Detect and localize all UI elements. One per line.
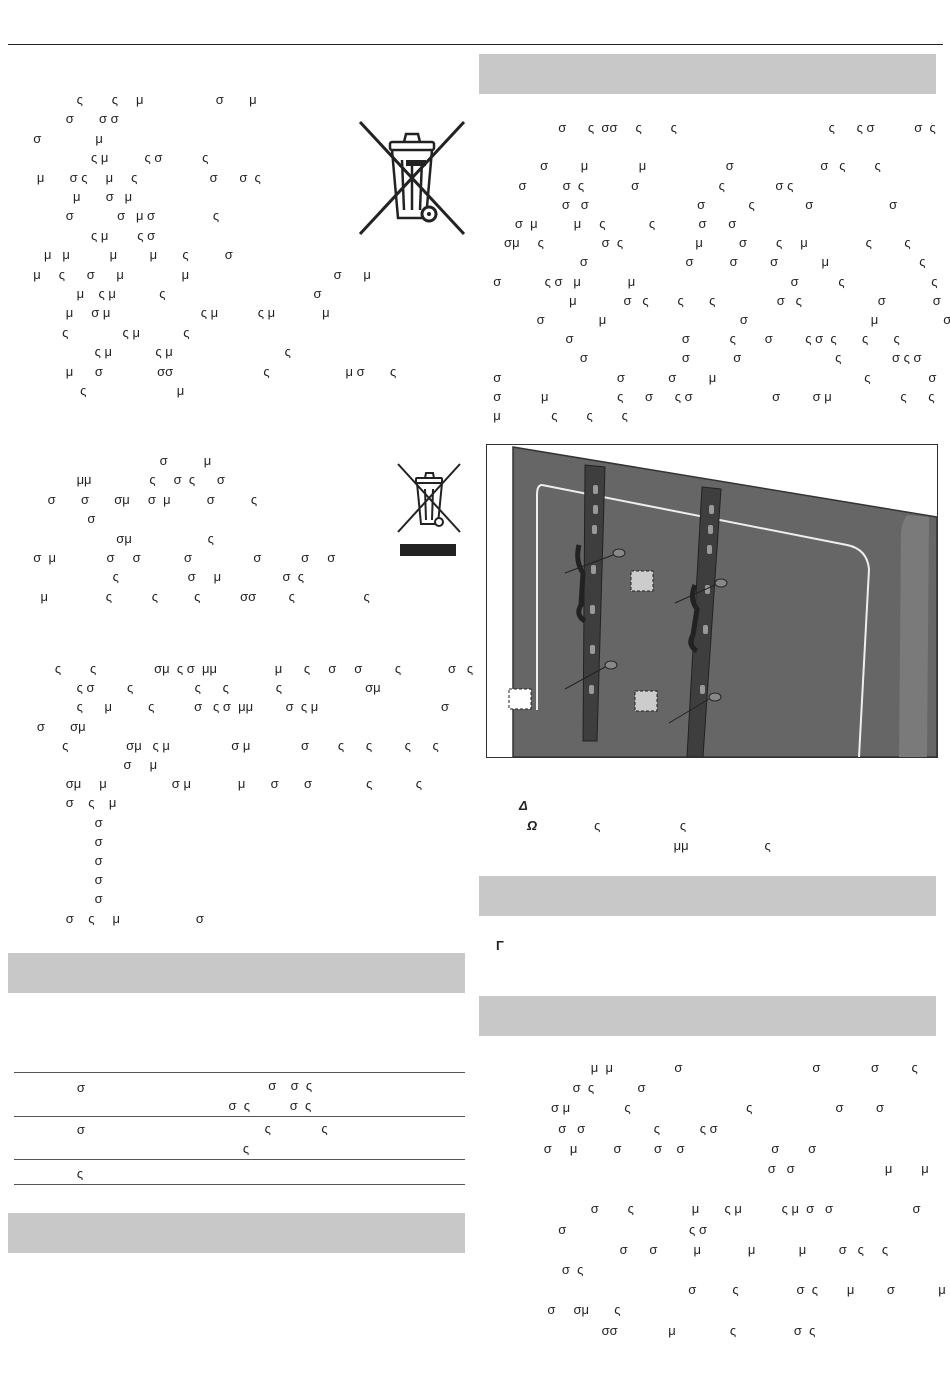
text-line: μ ς σ μ μ σ μ: [26, 266, 371, 282]
text-line: σμ μ σ μ μ σ σ ς ς: [26, 776, 423, 792]
tv-mounting-figure: [486, 444, 938, 758]
text-line: σ: [26, 833, 103, 849]
table-bottom-rule: [14, 1184, 465, 1185]
table-row-1-col2b: σ ς σ ς: [84, 1098, 312, 1113]
tv-bracket-illustration: [508, 446, 937, 757]
text-line: σ ς: [486, 1262, 584, 1277]
table-row-2-col1: σ: [48, 1122, 85, 1137]
section-header-bar-left-1: [8, 953, 465, 993]
text-line: σ: [26, 511, 96, 527]
section-header-bar-right-3: [479, 996, 936, 1036]
text-line: σ σ σ ς σ ς σ: [486, 350, 922, 366]
spacer-screws: [564, 548, 728, 724]
left-bracket: [575, 464, 606, 742]
text-line: σμ ς σ ς μ σ ς μ ς ς: [486, 235, 911, 251]
table-top-rule: [14, 1072, 465, 1073]
table-rule-1: [14, 1116, 465, 1117]
table-row-3-col1: ς: [48, 1166, 84, 1181]
text-line: σ σ ς ς σ: [486, 1120, 718, 1136]
table-rule-2: [14, 1159, 465, 1160]
text-line: μ σ μ ς μ ς μ μ: [26, 305, 330, 321]
text-line: σ μ σ μ σ: [486, 312, 950, 327]
text-line: σ μ σ σ σ σ σ: [486, 1140, 817, 1156]
crossed-bin-icon: [358, 120, 466, 236]
caption-omega: Ω: [527, 818, 538, 833]
section-header-bar-left-2: [8, 1213, 465, 1253]
text-line: σ: [26, 872, 103, 888]
text-line: σ σ μ σ ς: [26, 208, 220, 224]
text-line: σ σ σ σ μ ς: [486, 254, 926, 270]
text-line: σ μ ς σ ς σ σ σ μ ς ς: [486, 388, 935, 404]
text-line: σμ ς: [26, 530, 214, 546]
text-line: σ σ σ μ ς σ: [486, 369, 937, 385]
right-bracket: [686, 486, 722, 757]
caption-omega-text: ς ς: [540, 818, 687, 833]
text-line: σ ς σ: [486, 1080, 646, 1096]
gamma-label: Γ: [496, 938, 504, 953]
text-line: ς σμ ς μ σ μ σ ς ς ς ς: [26, 737, 439, 753]
text-line: σ σ μ μ μ σ ς ς: [486, 1241, 889, 1257]
text-line: σ σ σμ σ μ σ ς: [26, 491, 258, 507]
text-line: μ σ σσ ς μ σ ς: [26, 363, 397, 379]
text-line: σ μ: [26, 130, 103, 146]
text-line: μ ς μ ς σ: [26, 286, 322, 301]
text-line: σ ς μ: [26, 795, 117, 811]
text-line: ς ς μ σ μ: [26, 92, 257, 107]
text-line: σ ς μ ς μ ς μ σ σ σ: [486, 1201, 921, 1217]
text-line: μ σ μ: [26, 189, 133, 204]
caption-delta: Δ: [519, 798, 528, 813]
table-row-2-col2b: ς: [84, 1141, 250, 1156]
text-line: μ σ ς ς ς σ ς σ σ σ: [486, 292, 950, 308]
text-line: μ ς ς ς: [486, 408, 628, 423]
text-line: σ ς σ ς μ σ μ: [486, 1282, 946, 1298]
top-rule: [8, 44, 943, 45]
text-line: ς μ ς μ ς: [26, 344, 291, 360]
text-line: σ ς σ: [486, 1221, 707, 1237]
text-line: σ: [26, 853, 103, 868]
text-line: ς ς σμ ς σ μμ μ ς σ σ ς σ ς: [26, 661, 474, 676]
text-line: σ σ σ: [26, 111, 119, 127]
text-line: ς ς μ ς: [26, 324, 190, 340]
text-line: ς σ ς ς ς ς σμ: [26, 680, 381, 696]
text-line: ς μ: [26, 383, 185, 398]
text-line: σ: [26, 891, 103, 907]
text-line: σ ς σ μ μ σ ς ς: [486, 273, 938, 289]
section-header-bar-right-1: [479, 54, 936, 94]
caption-line-3: μμ ς: [540, 838, 771, 853]
text-line: σ μ: [26, 757, 158, 772]
text-line: σ μ ς ς σ σ: [486, 1100, 885, 1116]
text-line: σ σμ: [26, 718, 86, 734]
text-line: σ μ σ σ σ σ σ σ: [26, 550, 336, 565]
text-line: σ σ ς σ ς σ ς ς ς σ ς: [486, 331, 950, 347]
text-line: σ μ μ σ σ ς ς: [486, 158, 881, 174]
text-line: μ ς ς ς σσ ς ς: [26, 588, 370, 604]
text-line: σσ μ ς σ ς: [486, 1322, 816, 1338]
crossed-bin-icon-small: [397, 463, 461, 556]
table-row-1-col1: σ: [48, 1080, 85, 1095]
text-line: μ μ μ μ ς σ: [26, 247, 233, 263]
section-header-bar-right-2: [479, 876, 936, 916]
text-line: σ σμ ς: [486, 1302, 621, 1318]
text-line: σ μ: [26, 453, 212, 468]
table-row-2-col2a: ς ς: [84, 1121, 328, 1136]
text-line: ς μ ς σ: [26, 227, 156, 243]
text-line: σ ς σσ ς ς ς ς σ σ ς: [486, 120, 936, 135]
text-line: σ σ μ μ: [486, 1161, 929, 1176]
text-line: σ σ ς σ ς σ ς: [486, 177, 794, 193]
text-line: σ: [26, 814, 103, 830]
text-line: σ σ σ ς σ σ: [486, 196, 898, 212]
text-line: σ ς μ σ: [26, 910, 204, 926]
text-line: σ μ μ ς ς σ σ: [486, 216, 737, 231]
text-line: ς σ μ σ ς: [26, 569, 305, 585]
text-line: ς μ ς σ ς σ μμ σ ς μ σ: [26, 699, 450, 715]
detail-boxes: [508, 570, 658, 712]
text-line: μμ ς σ ς σ: [26, 472, 225, 488]
text-line: μ μ σ σ σ ς: [486, 1060, 918, 1075]
table-row-1-col2a: σ σ ς: [84, 1078, 313, 1093]
text-line: μ σ ς μ ς σ σ ς: [26, 169, 261, 185]
text-line: ς μ ς σ ς: [26, 150, 209, 166]
